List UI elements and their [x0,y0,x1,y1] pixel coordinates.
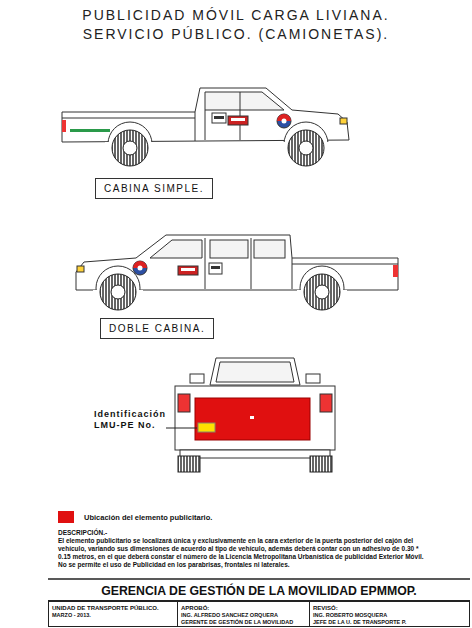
double-cab-truck [76,235,398,314]
node-text: ING. ALFREDO SANCHEZ ORQUERA [181,612,306,619]
description-text: El elemento publicitario se localizará ú… [58,537,426,569]
footer-band: GERENCIA DE GESTIÓN DE LA MOVILIDAD EPMM… [48,580,470,601]
legend-text: Ubicación del elemento publicitario. [84,513,212,522]
table-cell: UNIDAD DE TRANSPORTE PÚBLICO.MARZO - 201… [48,601,178,627]
advertising-area [195,398,310,440]
page-title: PUBLICIDAD MÓVIL CARGA LIVIANA. SERVICIO… [50,6,422,44]
node-heading: APROBÓ: [181,604,306,612]
legend-swatch [58,511,74,523]
node-heading: CABINA SIMPLE. [104,182,204,195]
section-heading: DESCRIPCIÓN.- [58,529,107,537]
table-cell: REVISÓ:ING. ROBERTO MOSQUERAJEFE DE LA U… [310,601,470,627]
node-text: GERENTE DE GESTIÓN DE LA MOVILIDAD [181,619,306,626]
node-heading: UNIDAD DE TRANSPORTE PÚBLICO. [52,604,174,612]
node-text: MARZO - 2013. [52,612,174,619]
rear-view-truck [166,358,335,472]
node-heading: REVISÓ: [313,604,466,612]
leader-line [166,428,197,429]
table-cell: APROBÓ:ING. ALFREDO SANCHEZ ORQUERAGEREN… [178,601,310,627]
license-sticker [198,423,215,432]
caption-box: CABINA SIMPLE. [95,178,213,199]
single-cab-truck [62,88,349,168]
caption-box: DOBLE CABINA. [100,318,214,339]
node-text: ING. ROBERTO MOSQUERA [313,612,466,619]
node-heading: DOBLE CABINA. [109,322,205,335]
callout-label: Identificación LMU-PE No. [94,409,166,431]
node-heading: GERENCIA DE GESTIÓN DE LA MOVILIDAD EPMM… [48,583,470,599]
node-text: JEFE DE LA U. DE TRANSPORTE P. [313,619,466,626]
